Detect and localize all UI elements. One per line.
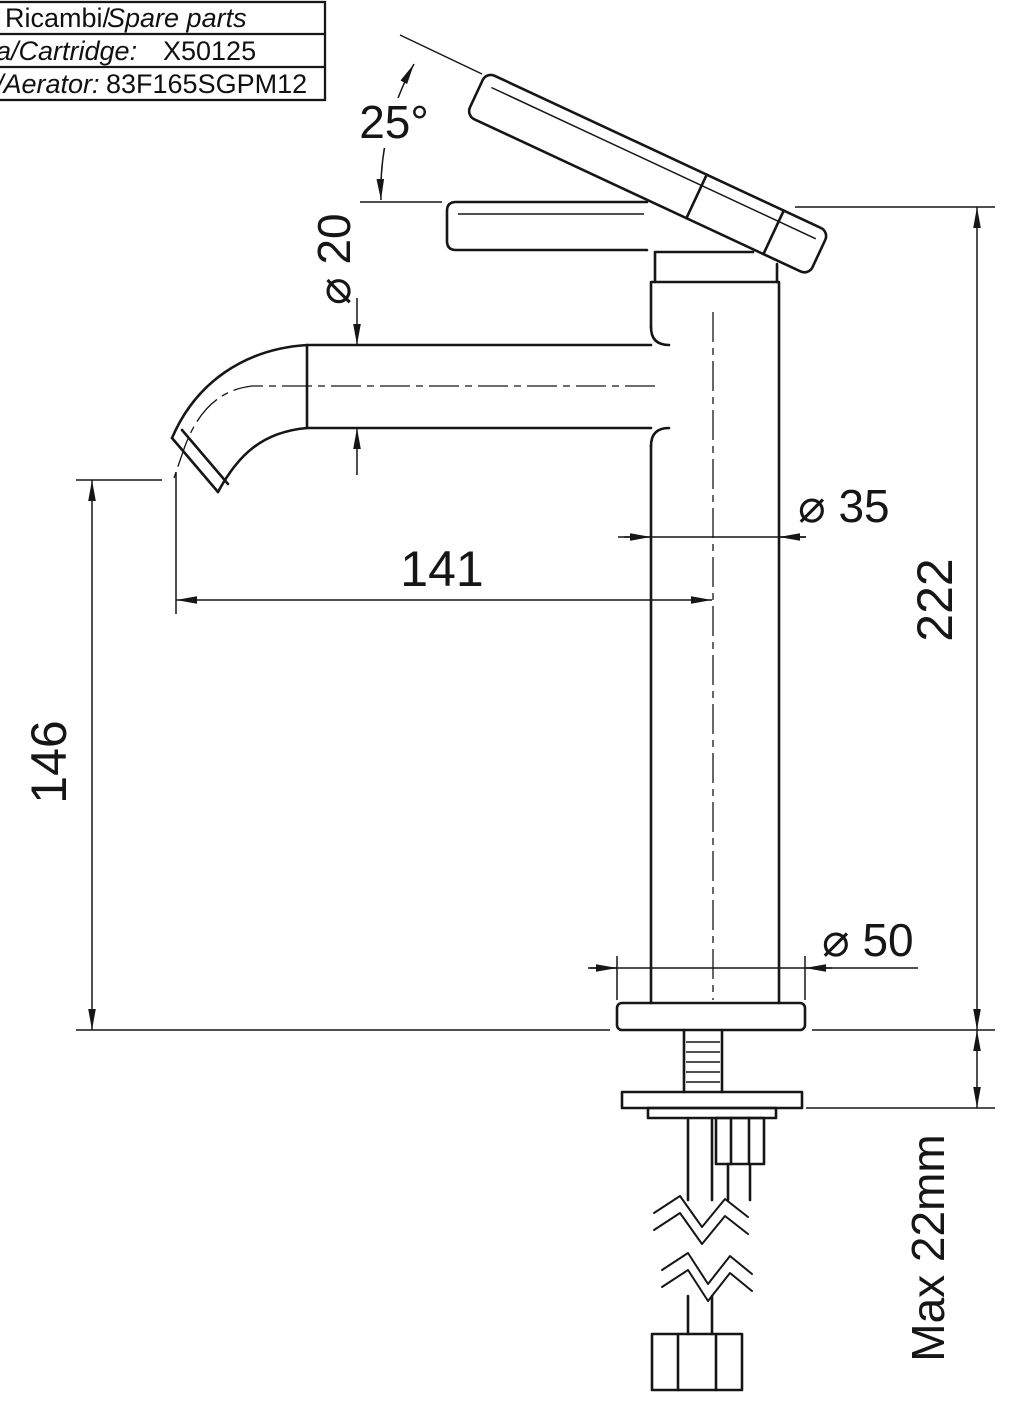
outlet-height-value: 146 (21, 720, 77, 803)
aerator-ring-line (180, 428, 230, 486)
body-spout-fillet (649, 325, 671, 448)
pipe-break-line (661, 1252, 753, 1285)
supply-pipe-lower (686, 1294, 714, 1336)
hose-hex-nut (650, 1332, 744, 1392)
max-thickness-value: Max 22mm (902, 1134, 954, 1361)
dim-body-diameter: ⌀ 35 (618, 480, 890, 541)
spout-bend (170, 343, 309, 494)
cartridge-code: X50125 (163, 36, 256, 66)
clamping-plate (620, 1090, 804, 1110)
aerator-code: 83F165SGPM12 (106, 69, 307, 99)
dim-handle-angle: 25° (352, 34, 483, 203)
spout-centerline (173, 385, 655, 479)
lever-closed-position (445, 200, 649, 252)
threaded-shank (682, 1028, 724, 1094)
base-flange (615, 1001, 807, 1032)
mounting-hardware (620, 1028, 804, 1392)
base-diameter-value: ⌀ 50 (822, 914, 914, 966)
dim-spout-diameter: ⌀ 20 (308, 213, 361, 475)
cartridge-label: a/Cartridge: (0, 36, 137, 66)
dim-total-height: 222 (795, 206, 995, 1031)
spout-reach-value: 141 (400, 541, 483, 597)
fixing-nut (714, 1116, 766, 1166)
text-mask (352, 98, 436, 148)
table-title-italic: Spare parts (107, 3, 247, 33)
total-height-value: 222 (907, 558, 963, 641)
pipe-break-line (653, 1195, 749, 1228)
cartridge-cap (653, 250, 779, 284)
spout-diameter-value: ⌀ 20 (308, 213, 360, 305)
pipe-break-line (653, 1212, 749, 1245)
lever-edge-line (491, 86, 817, 240)
body-diameter-value: ⌀ 35 (798, 480, 890, 532)
handle-angle-value: 25° (359, 96, 429, 148)
pipe-break-line (661, 1269, 753, 1302)
dim-spout-reach: 141 (175, 472, 712, 614)
spare-parts-table: Ricambi/ Spare parts a/Cartridge: X50125… (0, 0, 327, 102)
supply-pipe-upper (686, 1116, 714, 1202)
body-cylinder (649, 280, 781, 1005)
table-border (0, 0, 327, 102)
dim-max-thickness: Max 22mm (806, 1030, 995, 1362)
lever-open-outline (467, 73, 828, 274)
dim-outlet-height: 146 (21, 479, 610, 1031)
spout-outlet-face (170, 436, 220, 494)
thread-lines (686, 1041, 720, 1083)
aerator-label: /Aerator: (0, 69, 100, 99)
lever-hub-line (685, 173, 709, 220)
faucet-body (170, 73, 828, 1032)
fixing-stud (726, 1162, 752, 1202)
extension-line (399, 34, 483, 75)
table-title-regular: Ricambi/ (5, 3, 111, 33)
rubber-washer (646, 1106, 778, 1120)
lever-hub-line (762, 209, 786, 256)
dim-base-diameter: ⌀ 50 (588, 914, 918, 1000)
lever-open-position (467, 73, 828, 274)
